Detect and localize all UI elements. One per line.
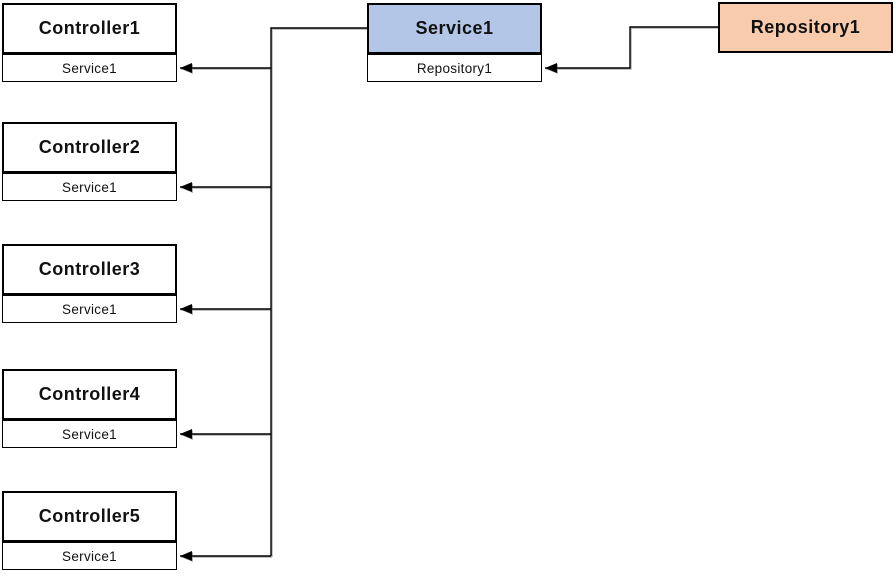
- repository1-node: Repository1: [718, 2, 893, 53]
- controller3-service-field: Service1: [2, 295, 177, 323]
- controller4-title: Controller4: [2, 369, 177, 420]
- controller3-title: Controller3: [2, 244, 177, 295]
- controller1-service-field: Service1: [2, 54, 177, 82]
- controller2-service-field: Service1: [2, 173, 177, 201]
- service1-title: Service1: [367, 3, 542, 54]
- controller1-title: Controller1: [2, 3, 177, 54]
- controller5-service-field: Service1: [2, 542, 177, 570]
- edge-repository1-to-service1: [545, 26, 718, 73]
- controller4-service-field: Service1: [2, 420, 177, 448]
- controller4-node: Controller4 Service1: [2, 369, 177, 448]
- controller1-node: Controller1 Service1: [2, 3, 177, 82]
- service1-node: Service1 Repository1: [367, 3, 542, 82]
- controller2-title: Controller2: [2, 122, 177, 173]
- controller5-title: Controller5: [2, 491, 177, 542]
- service1-fanout-trunk: [270, 27, 367, 556]
- controller2-node: Controller2 Service1: [2, 122, 177, 201]
- controller5-node: Controller5 Service1: [2, 491, 177, 570]
- controller3-node: Controller3 Service1: [2, 244, 177, 323]
- repository1-title: Repository1: [718, 2, 893, 53]
- service1-repository-field: Repository1: [367, 54, 542, 82]
